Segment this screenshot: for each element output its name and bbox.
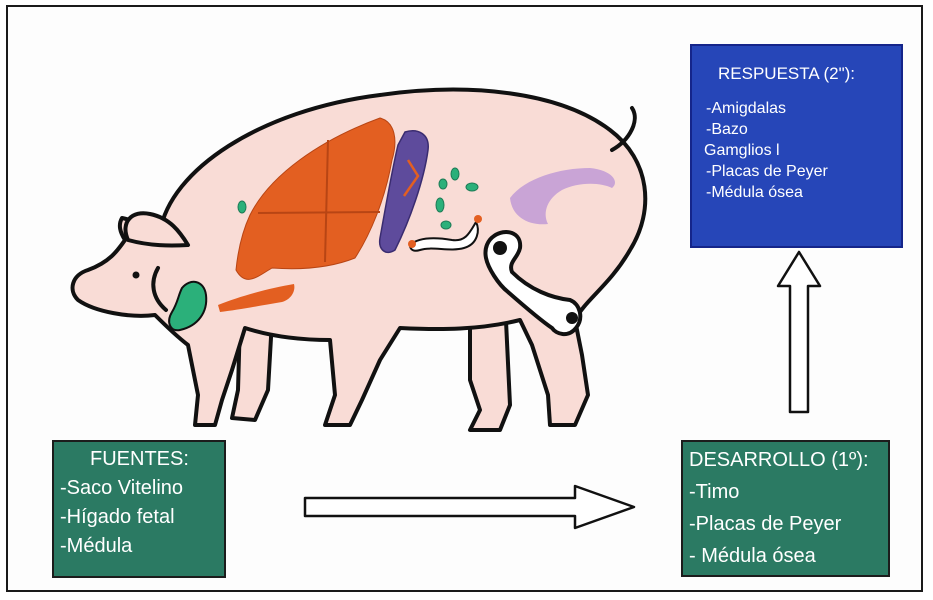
intestine-end	[408, 240, 416, 248]
arrow-up	[778, 252, 820, 412]
arrow-right	[305, 486, 634, 528]
fuentes-box: FUENTES: -Saco Vitelino -Hígado fetal -M…	[52, 440, 226, 578]
fuentes-item: -Saco Vitelino	[60, 474, 224, 503]
lymph-node	[436, 198, 444, 212]
desarrollo-title: DESARROLLO (1º):	[689, 444, 888, 476]
fuentes-title: FUENTES:	[60, 445, 224, 474]
desarrollo-item: - Médula ósea	[689, 540, 888, 572]
lymph-node	[451, 168, 459, 180]
liver-grid-h	[258, 212, 380, 213]
desarrollo-item: -Placas de Peyer	[689, 508, 888, 540]
respuesta-item: -Amigdalas	[704, 98, 901, 119]
respuesta-item: -Placas de Peyer	[704, 161, 901, 182]
respuesta-item: -Médula ósea	[704, 182, 901, 203]
desarrollo-item: -Timo	[689, 476, 888, 508]
lymph-node	[439, 179, 447, 189]
lymph-node	[466, 183, 478, 191]
respuesta-title: RESPUESTA (2"):	[704, 63, 901, 84]
lymph-node	[238, 201, 246, 213]
desarrollo-box: DESARROLLO (1º): -Timo -Placas de Peyer …	[681, 440, 890, 577]
bone-joint	[566, 312, 578, 324]
respuesta-item: Gamglios l	[704, 140, 901, 161]
lymph-node	[441, 221, 451, 229]
fuentes-item: -Médula	[60, 532, 224, 561]
pig-eye	[133, 272, 140, 279]
fuentes-item: -Hígado fetal	[60, 503, 224, 532]
respuesta-box: RESPUESTA (2"): -Amigdalas -Bazo Gamglio…	[690, 44, 903, 248]
respuesta-item: -Bazo	[704, 119, 901, 140]
intestine-end	[474, 215, 482, 223]
bone-joint	[493, 241, 507, 255]
